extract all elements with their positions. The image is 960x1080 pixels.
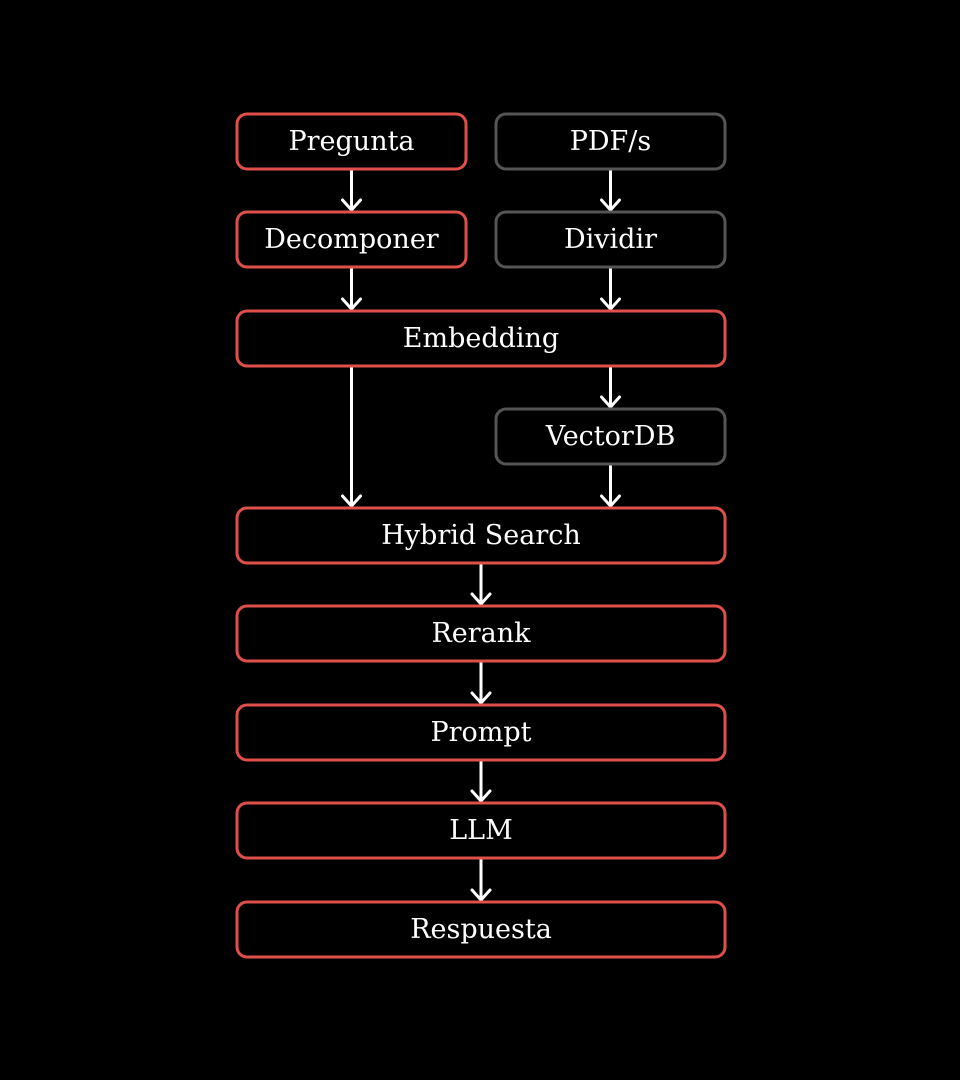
arrow-embedding-to-vectordb [600, 367, 621, 409]
node-pdfs: PDF/s [494, 112, 727, 171]
arrow-vectordb-to-hybrid-search [600, 465, 621, 508]
arrow-dividir-to-embedding [600, 268, 621, 311]
arrow-head-icon [600, 198, 621, 212]
arrow-pregunta-to-decomponer [341, 170, 362, 212]
node-box [235, 801, 727, 860]
node-box [235, 900, 727, 959]
node-box [235, 604, 727, 663]
arrow-pdfs-to-dividir [600, 170, 621, 212]
node-decomponer: Decomponer [235, 210, 468, 269]
arrow-head-icon [600, 395, 621, 409]
node-dividir: Dividir [494, 210, 727, 269]
arrow-head-icon [470, 888, 492, 902]
arrow-rerank-to-prompt [470, 662, 492, 705]
node-hybrid-search: Hybrid Search [235, 506, 727, 565]
arrow-decomponer-to-embedding [341, 268, 362, 311]
arrow-prompt-to-llm [470, 761, 492, 803]
node-box [235, 210, 468, 269]
node-box [494, 112, 727, 171]
arrow-head-icon [470, 789, 492, 803]
arrow-head-icon [341, 494, 362, 508]
node-box [494, 407, 727, 466]
node-label: PDF/s [570, 126, 652, 157]
node-label: Prompt [430, 717, 531, 748]
node-embedding: Embedding [235, 309, 727, 368]
arrow-head-icon [600, 494, 621, 508]
node-rerank: Rerank [235, 604, 727, 663]
node-box [235, 506, 727, 565]
node-label: Embedding [403, 323, 559, 354]
edges-layer [341, 170, 621, 902]
arrow-head-icon [341, 297, 362, 311]
node-box [235, 703, 727, 762]
arrow-llm-to-respuesta [470, 859, 492, 902]
node-label: Decomponer [264, 224, 439, 255]
arrow-head-icon [470, 592, 492, 606]
node-label: Rerank [431, 618, 531, 649]
arrow-head-icon [600, 297, 621, 311]
node-respuesta: Respuesta [235, 900, 727, 959]
arrow-head-icon [470, 691, 492, 705]
node-label: LLM [449, 815, 513, 846]
node-label: VectorDB [545, 421, 676, 452]
arrow-head-icon [341, 198, 362, 212]
node-label: Respuesta [410, 914, 552, 945]
node-pregunta: Pregunta [235, 112, 468, 171]
node-box [494, 210, 727, 269]
node-label: Dividir [564, 224, 657, 255]
arrow-hybrid-search-to-rerank [470, 564, 492, 606]
node-label: Pregunta [288, 126, 414, 157]
node-box [235, 112, 468, 171]
node-vectordb: VectorDB [494, 407, 727, 466]
node-prompt: Prompt [235, 703, 727, 762]
node-label: Hybrid Search [381, 520, 580, 551]
node-box [235, 309, 727, 368]
node-llm: LLM [235, 801, 727, 860]
arrow-embedding-to-hybrid-search [341, 367, 362, 508]
